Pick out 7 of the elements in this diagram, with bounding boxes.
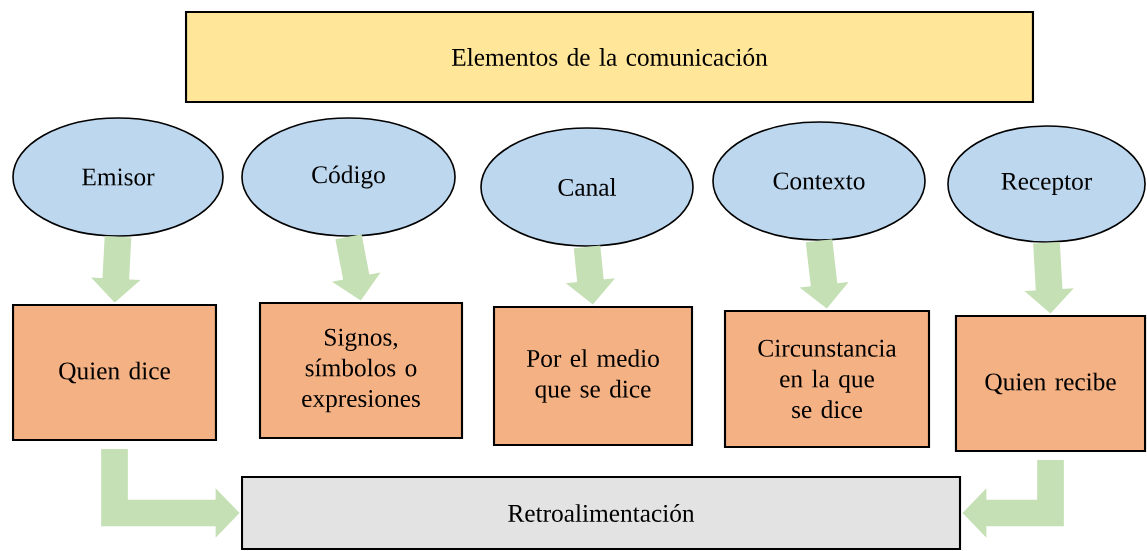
description-box: Signos, símbolos o expresiones [258, 301, 464, 440]
description-box: Quien dice [11, 303, 218, 442]
description-box: Quien recibe [954, 314, 1147, 453]
feedback-box: Retroalimentación [240, 475, 962, 551]
description-box: Circunstancia en la que se dice [723, 309, 931, 449]
title-box: Elementos de la comunicación [184, 10, 1035, 104]
description-box: Por el medio que se dice [492, 305, 694, 447]
